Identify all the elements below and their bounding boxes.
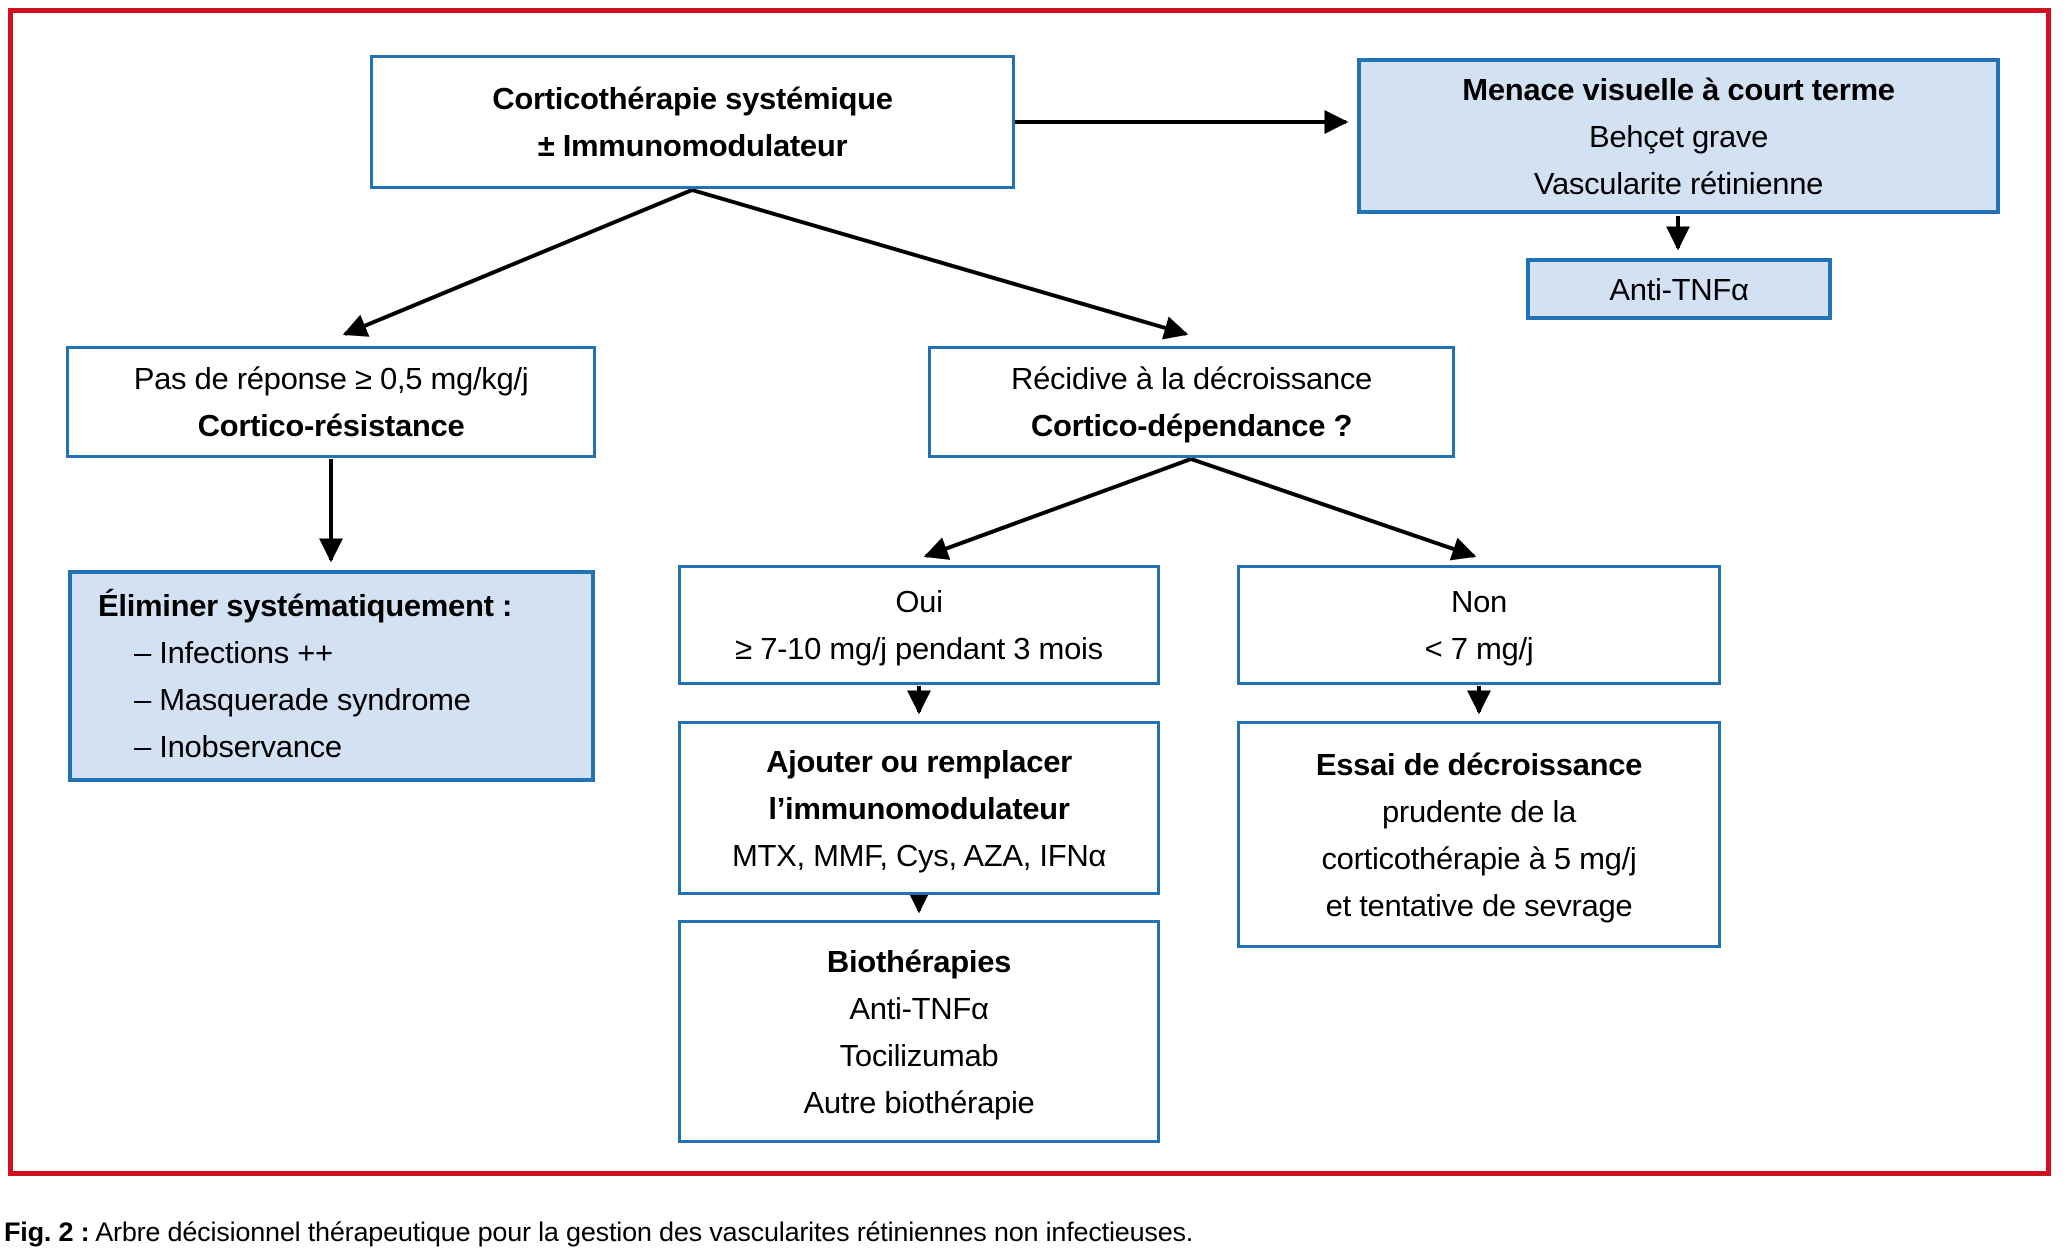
node-text-line: Corticothérapie systémique <box>492 81 893 116</box>
node-text-line: Cortico-résistance <box>197 408 465 443</box>
figure-caption: Fig. 2 : Arbre décisionnel thérapeutique… <box>4 1216 1193 1248</box>
node-list-item: – Inobservance <box>134 729 342 764</box>
node-text-line: < 7 mg/j <box>1424 631 1534 666</box>
node-list-item: – Masquerade syndrome <box>134 682 471 717</box>
node-cortico-dependance: Récidive à la décroissance Cortico-dépen… <box>928 346 1455 458</box>
node-text-line: Ajouter ou remplacer <box>766 743 1072 779</box>
node-text-line: Oui <box>895 584 943 619</box>
node-eliminer-systematiquement: Éliminer systématiquement : – Infections… <box>68 570 595 782</box>
node-non: Non < 7 mg/j <box>1237 565 1721 685</box>
node-text-line: MTX, MMF, Cys, AZA, IFNα <box>731 837 1107 873</box>
node-text-line: Biothérapies <box>826 943 1012 979</box>
node-anti-tnf-alpha: Anti-TNFα <box>1526 258 1832 320</box>
node-text-line: Anti-TNFα <box>1609 271 1749 307</box>
node-text-line: corticothérapie à 5 mg/j <box>1321 840 1637 876</box>
node-text-line: Pas de réponse ≥ 0,5 mg/kg/j <box>133 361 529 396</box>
node-biotherapies: Biothérapies Anti-TNFα Tocilizumab Autre… <box>678 920 1160 1143</box>
node-text-line: Tocilizumab <box>839 1037 999 1073</box>
node-menace-visuelle: Menace visuelle à court terme Behçet gra… <box>1357 58 2000 214</box>
node-text-line: Essai de décroissance <box>1315 746 1643 782</box>
node-text-line: l’immunomodulateur <box>768 790 1070 826</box>
node-heading: Éliminer systématiquement : <box>98 588 512 623</box>
node-text-line: prudente de la <box>1381 793 1576 829</box>
node-text-line: ≥ 7-10 mg/j pendant 3 mois <box>735 631 1103 666</box>
node-text-line: et tentative de sevrage <box>1325 887 1633 923</box>
node-text-line: Vascularite rétinienne <box>1533 165 1824 201</box>
figure-caption-text: Arbre décisionnel thérapeutique pour la … <box>89 1217 1194 1247</box>
node-cortico-resistance: Pas de réponse ≥ 0,5 mg/kg/j Cortico-rés… <box>66 346 596 458</box>
node-text-line: ± Immunomodulateur <box>537 128 848 163</box>
node-text-line: Non <box>1451 584 1507 619</box>
node-ajouter-ou-remplacer: Ajouter ou remplacer l’immunomodulateur … <box>678 721 1160 895</box>
node-text-line: Récidive à la décroissance <box>1011 361 1372 396</box>
figure-caption-label: Fig. 2 : <box>4 1217 90 1247</box>
node-text-line: Behçet grave <box>1588 118 1769 154</box>
node-list-item: – Infections ++ <box>134 635 333 670</box>
node-essai-de-decroissance: Essai de décroissance prudente de la cor… <box>1237 721 1721 948</box>
node-text-line: Menace visuelle à court terme <box>1462 71 1895 107</box>
node-oui: Oui ≥ 7-10 mg/j pendant 3 mois <box>678 565 1160 685</box>
node-corticotherapie-systemique: Corticothérapie systémique ± Immunomodul… <box>370 55 1015 189</box>
node-text-line: Anti-TNFα <box>849 990 989 1026</box>
node-text-line: Cortico-dépendance ? <box>1030 408 1353 443</box>
node-text-line: Autre biothérapie <box>803 1084 1035 1120</box>
